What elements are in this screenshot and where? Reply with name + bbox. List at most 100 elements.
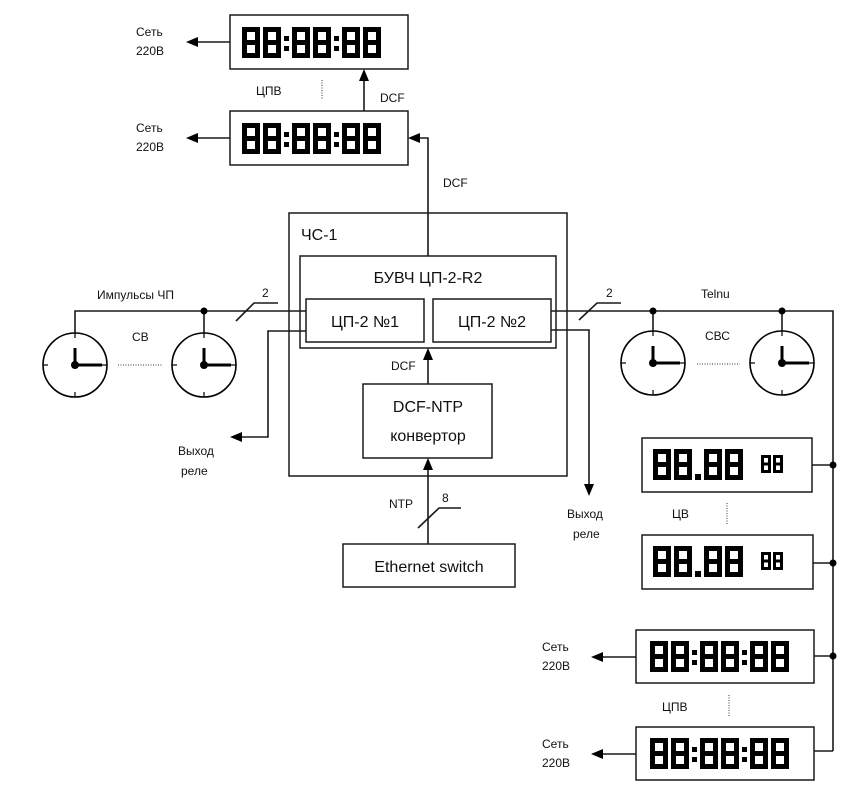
left-relay-line bbox=[242, 330, 306, 438]
cv-display-1-digits bbox=[653, 449, 743, 480]
digit-glyph bbox=[700, 641, 718, 672]
digit-glyph bbox=[242, 27, 260, 58]
colon-glyph bbox=[334, 36, 339, 51]
bottom-display-1-power-label-2: 220В bbox=[542, 659, 570, 673]
digit-glyph bbox=[671, 738, 689, 769]
digit-glyph bbox=[771, 738, 789, 769]
digit-glyph bbox=[363, 27, 381, 58]
top-display-2-power-label-1: Сеть bbox=[136, 121, 163, 135]
left-relay-label-2: реле bbox=[181, 464, 208, 478]
colon-glyph bbox=[742, 747, 747, 762]
bottom-display-1-power-label-1: Сеть bbox=[542, 640, 569, 654]
clock-center bbox=[71, 361, 79, 369]
cv-display-2 bbox=[641, 534, 814, 590]
digit-glyph bbox=[653, 449, 671, 480]
right-relay-label-1: Выход bbox=[567, 507, 603, 521]
top-display-2-power-label-2: 220В bbox=[136, 140, 164, 154]
dcf-feed-label: DCF bbox=[443, 176, 468, 190]
bottom-display-2-power-label-2: 220В bbox=[542, 756, 570, 770]
digit-glyph bbox=[342, 123, 360, 154]
digit-glyph bbox=[342, 27, 360, 58]
junction-dot bbox=[829, 652, 837, 660]
digit-glyph bbox=[242, 123, 260, 154]
digit-glyph bbox=[292, 27, 310, 58]
colon-glyph bbox=[284, 132, 289, 147]
dot-glyph bbox=[695, 571, 701, 577]
module-1-label: ЦП-2 №1 bbox=[331, 314, 399, 331]
arrow-left-icon bbox=[230, 432, 242, 442]
left-bus-slash bbox=[235, 302, 278, 322]
top-display-2-digits bbox=[242, 123, 381, 154]
digit-glyph bbox=[721, 641, 739, 672]
ntp-label: NTP bbox=[389, 497, 413, 511]
top-group-label: ЦПВ bbox=[256, 84, 282, 98]
ntp-bus-slash bbox=[417, 507, 461, 529]
arrow-left-icon bbox=[591, 652, 603, 662]
arrow-up-icon bbox=[423, 458, 433, 470]
converter-dcf-label: DCF bbox=[391, 359, 416, 373]
right-telnu-bus bbox=[551, 310, 834, 751]
digit-glyph bbox=[313, 27, 331, 58]
left-relay-label-1: Выход bbox=[178, 444, 214, 458]
clock-center bbox=[649, 359, 657, 367]
module-2-box bbox=[432, 298, 552, 343]
left-pulse-line bbox=[74, 310, 306, 333]
digit-glyph bbox=[650, 738, 668, 769]
left-clock-2 bbox=[171, 332, 237, 398]
arrow-down-icon bbox=[584, 484, 594, 496]
arrow-left-icon bbox=[408, 133, 420, 143]
converter-label-2: конвертор bbox=[390, 428, 466, 445]
right-wire-count: 2 bbox=[606, 286, 613, 300]
top-display-1-power-label-2: 220В bbox=[136, 44, 164, 58]
arrow-left-icon bbox=[591, 749, 603, 759]
junction-dot bbox=[778, 307, 786, 315]
digit-glyph bbox=[674, 546, 692, 577]
left-clock-1 bbox=[42, 332, 108, 398]
clock-center bbox=[778, 359, 786, 367]
digit-glyph bbox=[363, 123, 381, 154]
junction-dot bbox=[200, 307, 208, 315]
right-bus-slash bbox=[578, 302, 621, 321]
digit-glyph bbox=[750, 738, 768, 769]
right-relay-line bbox=[551, 329, 590, 485]
bottom-group-label: ЦПВ bbox=[662, 700, 688, 714]
converter-label-1: DCF-NTP bbox=[393, 399, 463, 416]
ethernet-switch-label: Ethernet switch bbox=[374, 559, 483, 576]
right-clock-2 bbox=[749, 330, 815, 396]
cv-display-2-small-digits bbox=[761, 552, 783, 570]
digit-glyph bbox=[671, 641, 689, 672]
digit-glyph bbox=[750, 641, 768, 672]
digit-glyph bbox=[704, 449, 722, 480]
dcf-label-top: DCF bbox=[380, 91, 405, 105]
right-group-label: СВС bbox=[705, 329, 730, 343]
digit-glyph bbox=[313, 123, 331, 154]
cv-display-1-small-digits bbox=[761, 455, 783, 473]
digit-glyph bbox=[653, 546, 671, 577]
digit-glyph bbox=[674, 449, 692, 480]
digit-glyph bbox=[761, 552, 771, 570]
digit-glyph bbox=[650, 641, 668, 672]
colon-glyph bbox=[692, 650, 697, 665]
junction-dot bbox=[829, 461, 837, 469]
colon-glyph bbox=[692, 747, 697, 762]
bottom-display-1 bbox=[635, 629, 815, 684]
digit-glyph bbox=[292, 123, 310, 154]
left-group-label: СВ bbox=[132, 330, 149, 344]
cv-display-2-digits bbox=[653, 546, 743, 577]
top-display-1-digits bbox=[242, 27, 381, 58]
right-line-label: Telnu bbox=[701, 287, 730, 301]
arrow-left-icon bbox=[186, 133, 198, 143]
left-wire-count: 2 bbox=[262, 286, 269, 300]
clock-center bbox=[200, 361, 208, 369]
colon-glyph bbox=[284, 36, 289, 51]
left-line-label: Импульсы ЧП bbox=[97, 288, 174, 302]
ethernet-switch-box bbox=[342, 543, 516, 588]
inner-block-label: БУВЧ ЦП-2-R2 bbox=[374, 270, 483, 287]
top-display-1-power-label-1: Сеть bbox=[136, 25, 163, 39]
arrow-left-icon bbox=[186, 37, 198, 47]
digit-glyph bbox=[721, 738, 739, 769]
bottom-display-2 bbox=[635, 726, 815, 781]
digit-glyph bbox=[773, 552, 783, 570]
digit-glyph bbox=[725, 546, 743, 577]
